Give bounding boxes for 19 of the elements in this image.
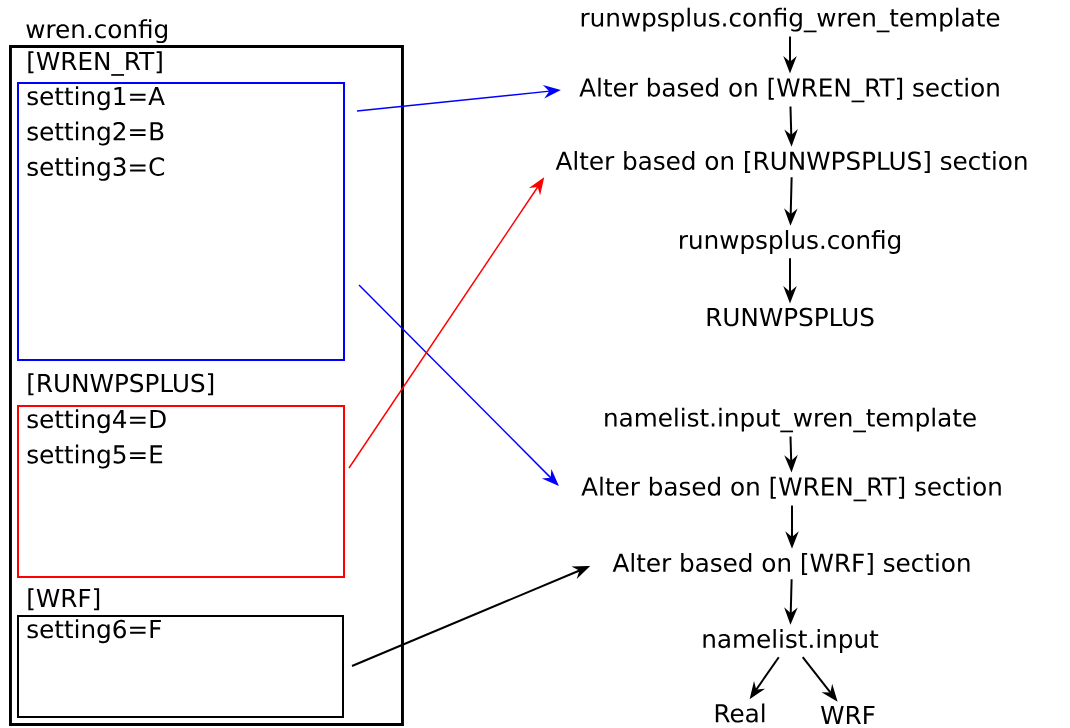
arrow <box>358 284 559 486</box>
section-heading: [RUNWPSPLUS] <box>28 373 214 396</box>
step-text: Alter based on [WRF] section <box>612 553 970 575</box>
step-text: Alter based on [RUNWPSPLUS] section <box>555 151 1027 173</box>
section-heading: [WRF] <box>28 588 100 611</box>
step-text: runwpsplus.config_wren_template <box>581 7 1000 33</box>
section-heading: wren.config <box>26 19 167 44</box>
step-text: runwpsplus.config <box>680 230 901 254</box>
settings-text: setting6=F <box>27 619 161 644</box>
step-text: Real <box>715 703 765 723</box>
step-text: RUNWPSPLUS <box>707 307 874 327</box>
step-text: WRF <box>820 706 875 724</box>
settings-text: setting1=A setting2=B setting3=C <box>27 86 165 181</box>
section-heading: [WREN_RT] <box>28 51 162 76</box>
step-text: namelist.input_wren_template <box>605 407 976 433</box>
step-text: namelist.input <box>703 629 879 653</box>
settings-text: setting4=D setting5=E <box>27 409 166 469</box>
step-text: Alter based on [WREN_RT] section <box>581 476 1001 502</box>
step-text: Alter based on [WREN_RT] section <box>579 77 999 103</box>
